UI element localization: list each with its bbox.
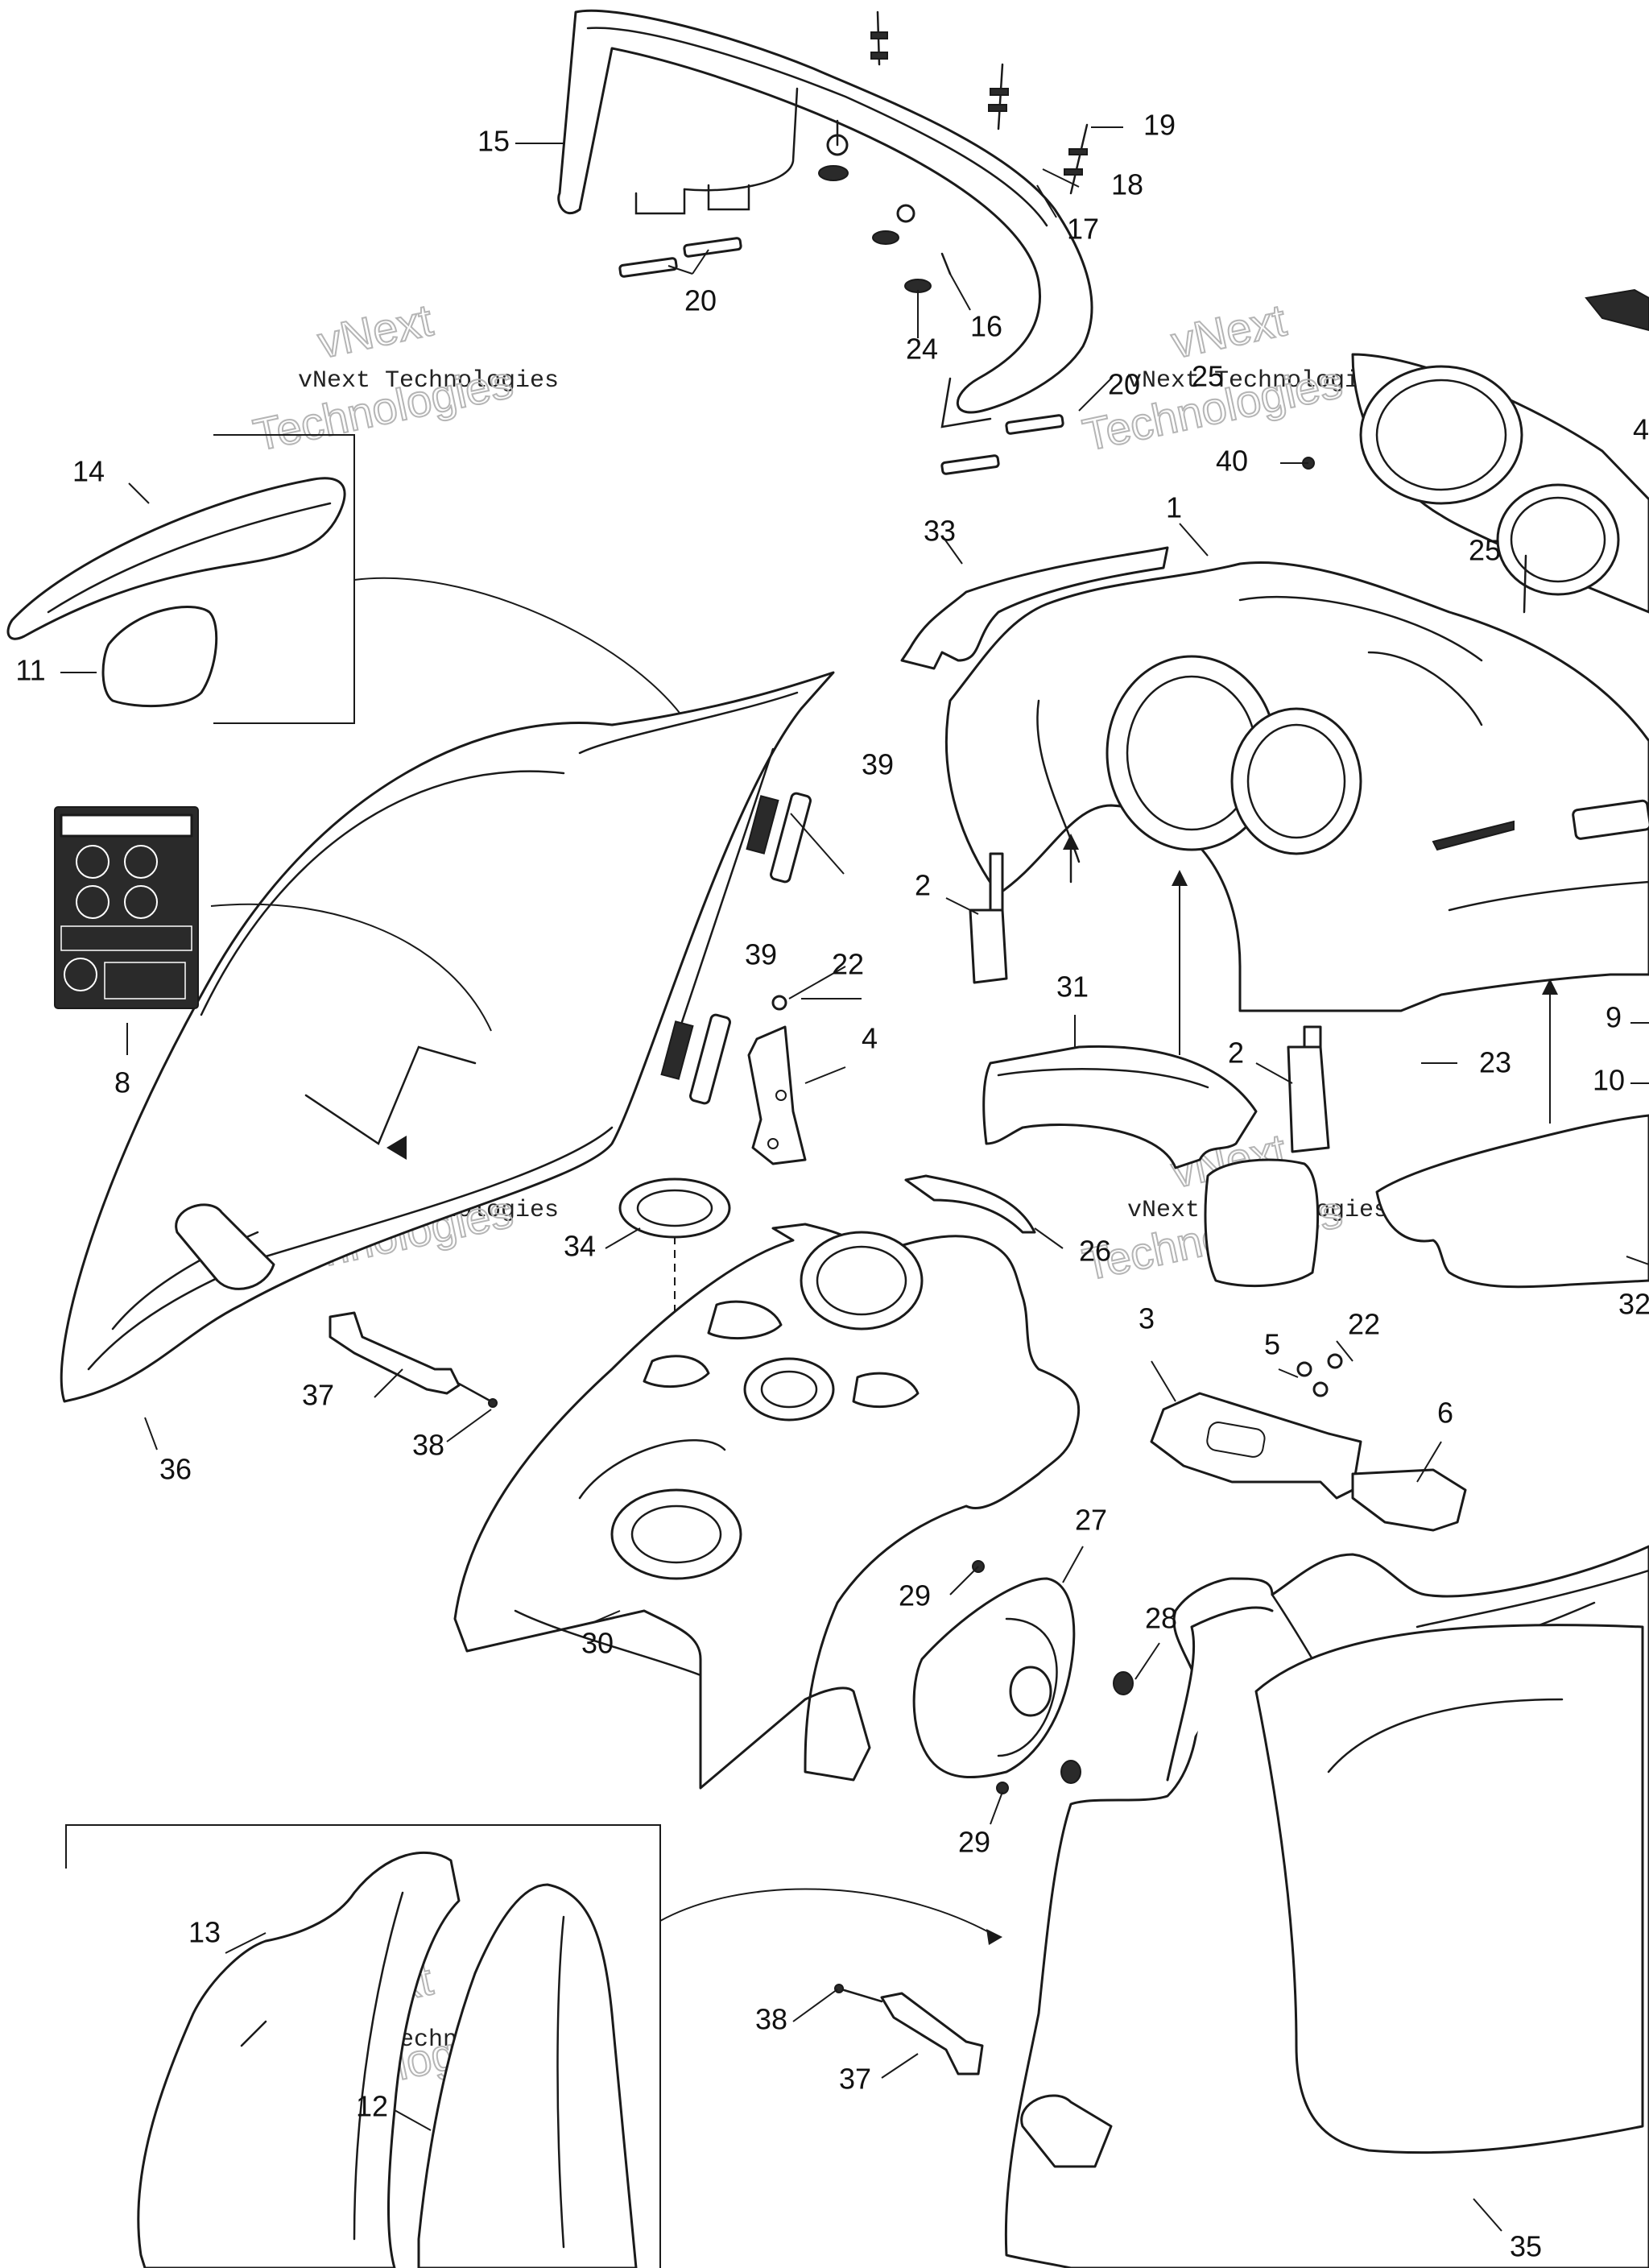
callout-29: 29	[958, 1826, 990, 1859]
callout-24: 24	[906, 333, 938, 366]
leader-lines	[60, 126, 1649, 2232]
watermark-text: vNext Technologies	[298, 367, 559, 395]
part-32-cushion	[1204, 1114, 1649, 1289]
callout-32: 32	[1618, 1288, 1649, 1321]
callout-22: 22	[832, 948, 864, 981]
callout-3: 3	[1139, 1302, 1155, 1335]
callout-37: 37	[839, 2063, 871, 2096]
callout-10: 10	[1593, 1064, 1625, 1097]
part-25-gauge-bracket	[1302, 288, 1649, 614]
part-35-side-panel	[1004, 1545, 1649, 2268]
watermark-text: vNext Technologies	[1127, 367, 1388, 395]
part-37-handle-lower	[834, 1984, 984, 2076]
callout-30: 30	[581, 1627, 614, 1660]
callout-31: 31	[1056, 971, 1089, 1004]
callout-25: 25	[1469, 534, 1501, 567]
part-15-windshield-frame	[557, 9, 1093, 428]
callout-27: 27	[1075, 1504, 1107, 1537]
part-3-6-brackets	[1150, 1353, 1467, 1532]
callout-37: 37	[302, 1379, 334, 1412]
inset-box-lower-left	[65, 1824, 1002, 2268]
callout-39: 39	[745, 938, 777, 971]
callout-40: 40	[1216, 445, 1248, 478]
part-26-trim	[904, 1174, 1036, 1234]
part-37-handle	[329, 1311, 498, 1408]
callout-26: 26	[1079, 1235, 1111, 1268]
part-1-dash-panel	[944, 561, 1649, 1124]
part-30-console	[453, 1223, 1081, 1790]
callout-4: 4	[862, 1022, 878, 1055]
part-20-clips	[618, 237, 1064, 475]
callout-17: 17	[1067, 213, 1099, 246]
part-4-bracket	[747, 995, 807, 1165]
callout-6: 6	[1437, 1397, 1453, 1430]
callout-39: 39	[862, 748, 894, 781]
callout-16: 16	[970, 310, 1002, 343]
callout-25: 25	[1192, 360, 1224, 393]
callout-2: 2	[915, 869, 931, 902]
part-31-tray	[982, 1045, 1258, 1169]
callout-36: 36	[159, 1453, 192, 1486]
callout-38: 38	[412, 1429, 444, 1462]
callout-14: 14	[72, 455, 105, 488]
callout-29: 29	[899, 1579, 931, 1612]
fasteners-top	[818, 10, 1089, 293]
callout-13: 13	[188, 1916, 221, 1949]
callout-35: 35	[1510, 2230, 1542, 2263]
inset-box-upper-left	[6, 434, 701, 866]
watermark-text: vNext	[313, 294, 437, 367]
callout-20: 20	[1108, 368, 1140, 401]
callout-23: 23	[1479, 1046, 1511, 1079]
part-8-decal	[54, 806, 492, 1160]
callout-8: 8	[114, 1066, 130, 1099]
callout-2: 2	[1228, 1037, 1244, 1070]
callout-5: 5	[1264, 1328, 1280, 1361]
callout-33: 33	[924, 515, 956, 548]
callout-labels: 15 19 18 17 16 24 20 20 25 40 4 25 1 33 …	[15, 109, 1649, 2263]
callout-28: 28	[1145, 1602, 1177, 1635]
watermark-text: vNext	[1167, 294, 1291, 367]
callout-19: 19	[1143, 109, 1176, 142]
callout-20: 20	[684, 284, 717, 317]
callout-15: 15	[477, 125, 510, 158]
callout-38: 38	[755, 2003, 787, 2036]
callout-18: 18	[1111, 168, 1143, 201]
part-39-trims	[689, 792, 812, 1105]
callout-34: 34	[564, 1230, 596, 1263]
part-27-speaker-cover	[912, 1560, 1134, 1794]
callout-11: 11	[15, 654, 45, 687]
callout-4: 4	[1633, 413, 1649, 446]
part-33-cover	[900, 546, 1169, 670]
callout-12: 12	[356, 2090, 388, 2123]
part-34-ring	[618, 1177, 731, 1361]
callout-9: 9	[1606, 1001, 1622, 1034]
part-2-latches	[969, 852, 1330, 1153]
part-12-13-cushions	[240, 2020, 267, 2047]
callout-22: 22	[1348, 1308, 1380, 1341]
callout-1: 1	[1166, 491, 1182, 524]
